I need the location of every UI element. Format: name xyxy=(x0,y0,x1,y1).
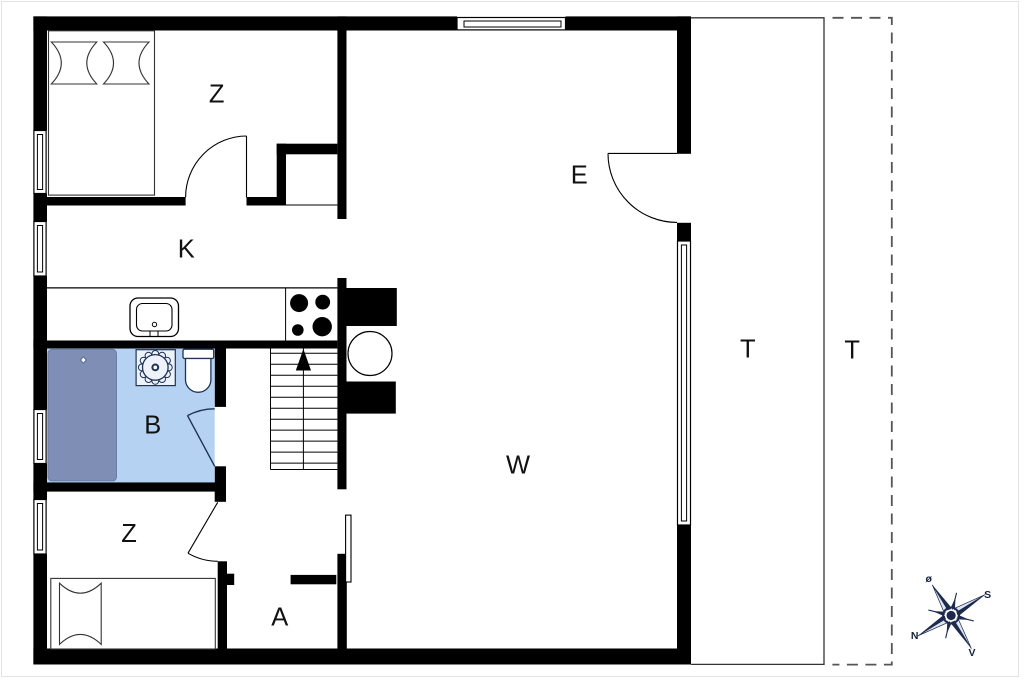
svg-text:T: T xyxy=(740,335,756,363)
svg-text:V: V xyxy=(968,647,975,659)
svg-text:Z: Z xyxy=(121,520,137,548)
svg-text:A: A xyxy=(271,604,288,632)
svg-text:ø: ø xyxy=(925,573,932,585)
svg-text:Z: Z xyxy=(209,81,225,109)
svg-text:B: B xyxy=(144,412,161,440)
svg-text:W: W xyxy=(506,451,530,479)
svg-text:S: S xyxy=(984,589,991,601)
svg-text:K: K xyxy=(178,236,195,264)
svg-text:T: T xyxy=(844,336,860,364)
svg-text:N: N xyxy=(911,630,919,642)
svg-text:E: E xyxy=(571,162,588,190)
